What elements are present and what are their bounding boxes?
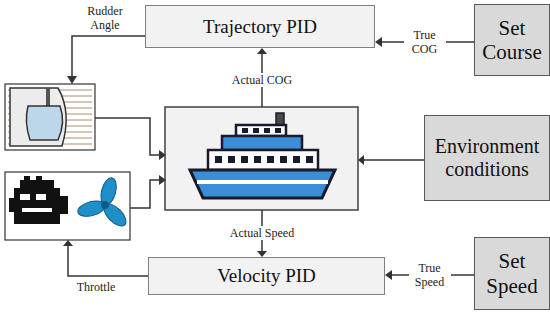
setpoint-box: Set Course <box>474 4 550 76</box>
arrowheads <box>63 48 364 257</box>
ship-icon <box>190 113 335 198</box>
engine-illustration <box>5 172 130 240</box>
node-text: Set Speed <box>479 249 545 297</box>
signal-label: Actual COG <box>230 73 294 87</box>
edge-label: True Speed <box>409 261 451 289</box>
signal-label: Throttle <box>77 280 116 294</box>
node-text: Velocity PID <box>217 265 316 287</box>
setpoint-box: Set Speed <box>474 237 550 310</box>
node-text: Trajectory PID <box>203 16 317 38</box>
node-text: Set Course <box>479 16 545 64</box>
signal-label: Actual Speed <box>228 226 296 240</box>
ship-panel <box>165 107 358 210</box>
signal-label: Rudder Angle <box>82 4 128 32</box>
controller-box: Trajectory PID <box>145 5 375 48</box>
controller-box: Velocity PID <box>148 257 385 295</box>
node-text: Environment conditions <box>429 135 545 181</box>
rudder-illustration <box>5 84 95 150</box>
signal-wires <box>68 36 424 276</box>
edge-label: True COG <box>404 28 446 56</box>
environment-box: Environment conditions <box>424 115 550 201</box>
